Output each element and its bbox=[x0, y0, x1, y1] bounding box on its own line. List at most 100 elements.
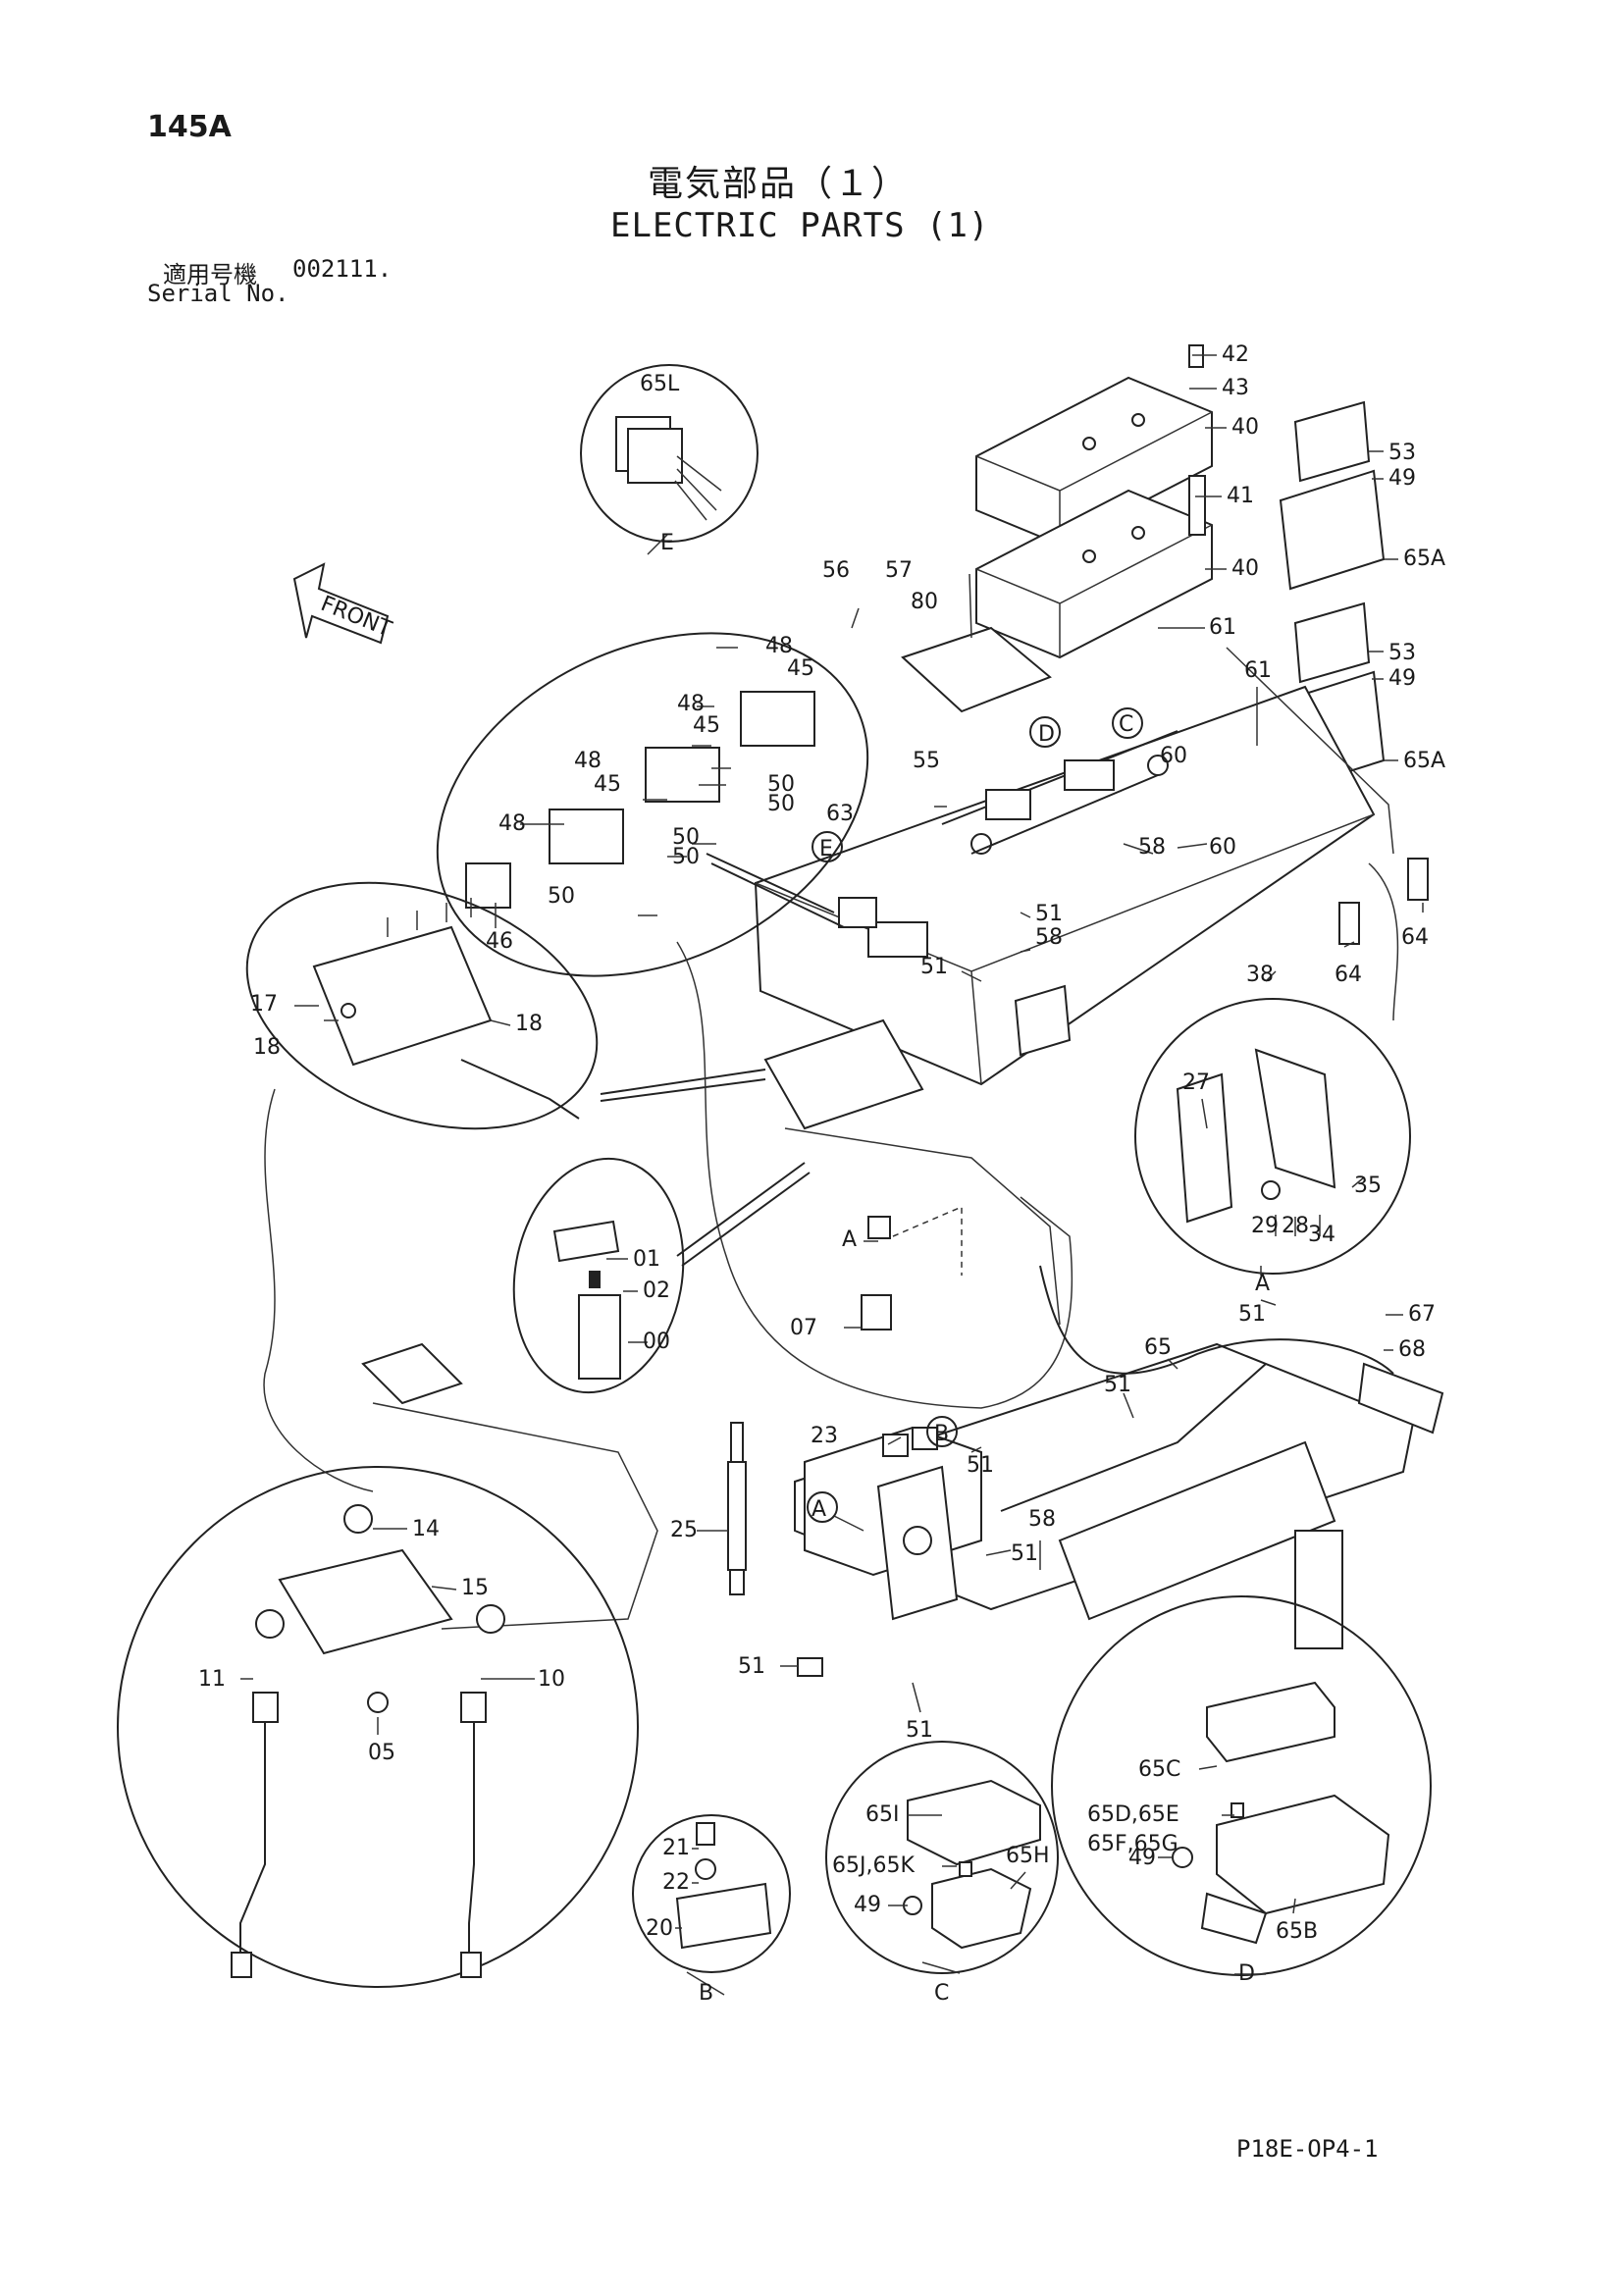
callout-label: 45 bbox=[787, 656, 814, 681]
reference-circles bbox=[807, 707, 1143, 1523]
callout-label: E bbox=[660, 531, 674, 555]
operator-console bbox=[263, 941, 1073, 1630]
callout-label: 42 bbox=[1222, 342, 1249, 367]
callout-leaders bbox=[240, 354, 1424, 1996]
callout-label: 35 bbox=[1354, 1174, 1382, 1198]
callout-label: 65J,65K bbox=[832, 1853, 915, 1878]
callout-label: 51 bbox=[1035, 902, 1063, 926]
callout-label: 43 bbox=[1222, 376, 1249, 400]
callout-label: 29 bbox=[1251, 1214, 1279, 1238]
detail-circle-c bbox=[825, 1741, 1059, 1974]
callout-label: 60 bbox=[1160, 744, 1187, 768]
callout-label: 50 bbox=[672, 845, 700, 869]
callout-label: B bbox=[699, 1981, 713, 2006]
callout-label: 48 bbox=[498, 811, 526, 836]
serial-label-japanese: 適用号機 bbox=[163, 261, 257, 288]
detail-circle-d bbox=[1051, 1595, 1432, 1976]
drawing-code: P18E-OP4-1 bbox=[1236, 2135, 1379, 2163]
detail-circle-seat-switch bbox=[117, 1466, 639, 1988]
part-07 bbox=[861, 1205, 963, 1331]
fuse-box-upper bbox=[1279, 400, 1386, 591]
callout-label: 65F,65G bbox=[1087, 1832, 1178, 1856]
callout-label: 60 bbox=[1209, 835, 1236, 860]
callout-label: 57 bbox=[885, 558, 913, 583]
callout-label: 65B bbox=[1276, 1919, 1318, 1944]
callout-label: 11 bbox=[198, 1667, 226, 1692]
relay-group-oval bbox=[436, 632, 869, 977]
callout-label: 21 bbox=[662, 1836, 690, 1860]
callout-label: 53 bbox=[1388, 641, 1416, 665]
callout-label: 49 bbox=[1388, 666, 1416, 691]
callout-label: 05 bbox=[368, 1741, 395, 1765]
unit-80 bbox=[901, 626, 1052, 713]
callout-label: 01 bbox=[633, 1247, 660, 1272]
callout-label: 22 bbox=[662, 1870, 690, 1895]
part-64-b bbox=[1407, 858, 1429, 901]
battery-unit bbox=[804, 1426, 982, 1621]
callout-labels: 65L E 56 57 80 42 43 40 41 40 53 49 65A … bbox=[198, 342, 1445, 2006]
callout-label: 51 bbox=[906, 1718, 933, 1743]
detail-circle-a bbox=[1134, 998, 1411, 1275]
callout-label: 25 bbox=[670, 1518, 698, 1542]
callout-label: 63 bbox=[826, 802, 854, 826]
callout-label: 50 bbox=[548, 884, 575, 909]
callout-label: 48 bbox=[677, 692, 705, 716]
callout-label: 51 bbox=[738, 1654, 765, 1679]
callout-label: 80 bbox=[911, 590, 938, 614]
callout-label: 58 bbox=[1035, 925, 1063, 950]
front-arrow-icon: FRONT bbox=[292, 562, 395, 645]
callout-label: 48 bbox=[574, 749, 602, 773]
callout-label: 07 bbox=[790, 1316, 817, 1340]
title-english: ELECTRIC PARTS (1) bbox=[610, 206, 990, 245]
callout-label: 15 bbox=[461, 1576, 489, 1600]
callout-label: 50 bbox=[767, 792, 795, 816]
detail-circle-e bbox=[580, 364, 759, 543]
part-25 bbox=[727, 1422, 747, 1595]
callout-label: 58 bbox=[1028, 1507, 1056, 1532]
callout-label: D bbox=[1238, 1961, 1255, 1986]
callout-label: 65H bbox=[1006, 1844, 1050, 1868]
detail-circle-b bbox=[632, 1814, 791, 1973]
callout-label: 48 bbox=[765, 634, 793, 658]
callout-label: 00 bbox=[643, 1330, 670, 1354]
callout-label: 17 bbox=[250, 992, 278, 1017]
callout-label: C bbox=[1119, 712, 1133, 737]
callout-label: 51 bbox=[920, 955, 948, 979]
switch-panel-oval bbox=[245, 881, 599, 1130]
callout-label: 18 bbox=[515, 1012, 543, 1036]
callout-label: 61 bbox=[1244, 658, 1272, 683]
callout-label: 56 bbox=[822, 558, 850, 583]
callout-label: 34 bbox=[1308, 1223, 1335, 1247]
callout-label: 40 bbox=[1231, 556, 1259, 581]
callout-label: 40 bbox=[1231, 415, 1259, 440]
callout-label: A bbox=[1255, 1272, 1270, 1296]
callout-label: 18 bbox=[253, 1035, 281, 1060]
callout-label: 38 bbox=[1246, 963, 1274, 987]
callout-label: 65C bbox=[1138, 1757, 1180, 1782]
callout-label: 65I bbox=[865, 1802, 899, 1827]
callout-label: 64 bbox=[1335, 963, 1362, 987]
controller-units bbox=[975, 344, 1213, 659]
callout-label: 58 bbox=[1138, 835, 1166, 860]
callout-label: 28 bbox=[1282, 1214, 1309, 1238]
serial-value: 002111. bbox=[292, 255, 393, 283]
callout-label: E bbox=[819, 837, 833, 861]
front-label: FRONT bbox=[317, 592, 395, 643]
serial-label-english: Serial No. bbox=[147, 280, 289, 307]
page-number: 145A bbox=[147, 110, 232, 144]
callout-label: 61 bbox=[1209, 615, 1236, 640]
callout-label: 65A bbox=[1403, 547, 1445, 571]
part-51-clip bbox=[797, 1657, 823, 1677]
callout-label: 10 bbox=[538, 1667, 565, 1692]
callout-label: 49 bbox=[1128, 1846, 1156, 1870]
callout-label: 51 bbox=[1238, 1302, 1266, 1327]
callout-label: 50 bbox=[672, 825, 700, 850]
callout-label: 41 bbox=[1227, 484, 1254, 508]
callout-label: 55 bbox=[913, 749, 940, 773]
callout-label: 65D,65E bbox=[1087, 1802, 1179, 1827]
callout-label: 65A bbox=[1403, 749, 1445, 773]
callout-label: 64 bbox=[1401, 925, 1429, 950]
callout-label: B bbox=[934, 1422, 949, 1446]
callout-label: C bbox=[934, 1981, 949, 2006]
callout-label: 51 bbox=[1104, 1373, 1131, 1397]
